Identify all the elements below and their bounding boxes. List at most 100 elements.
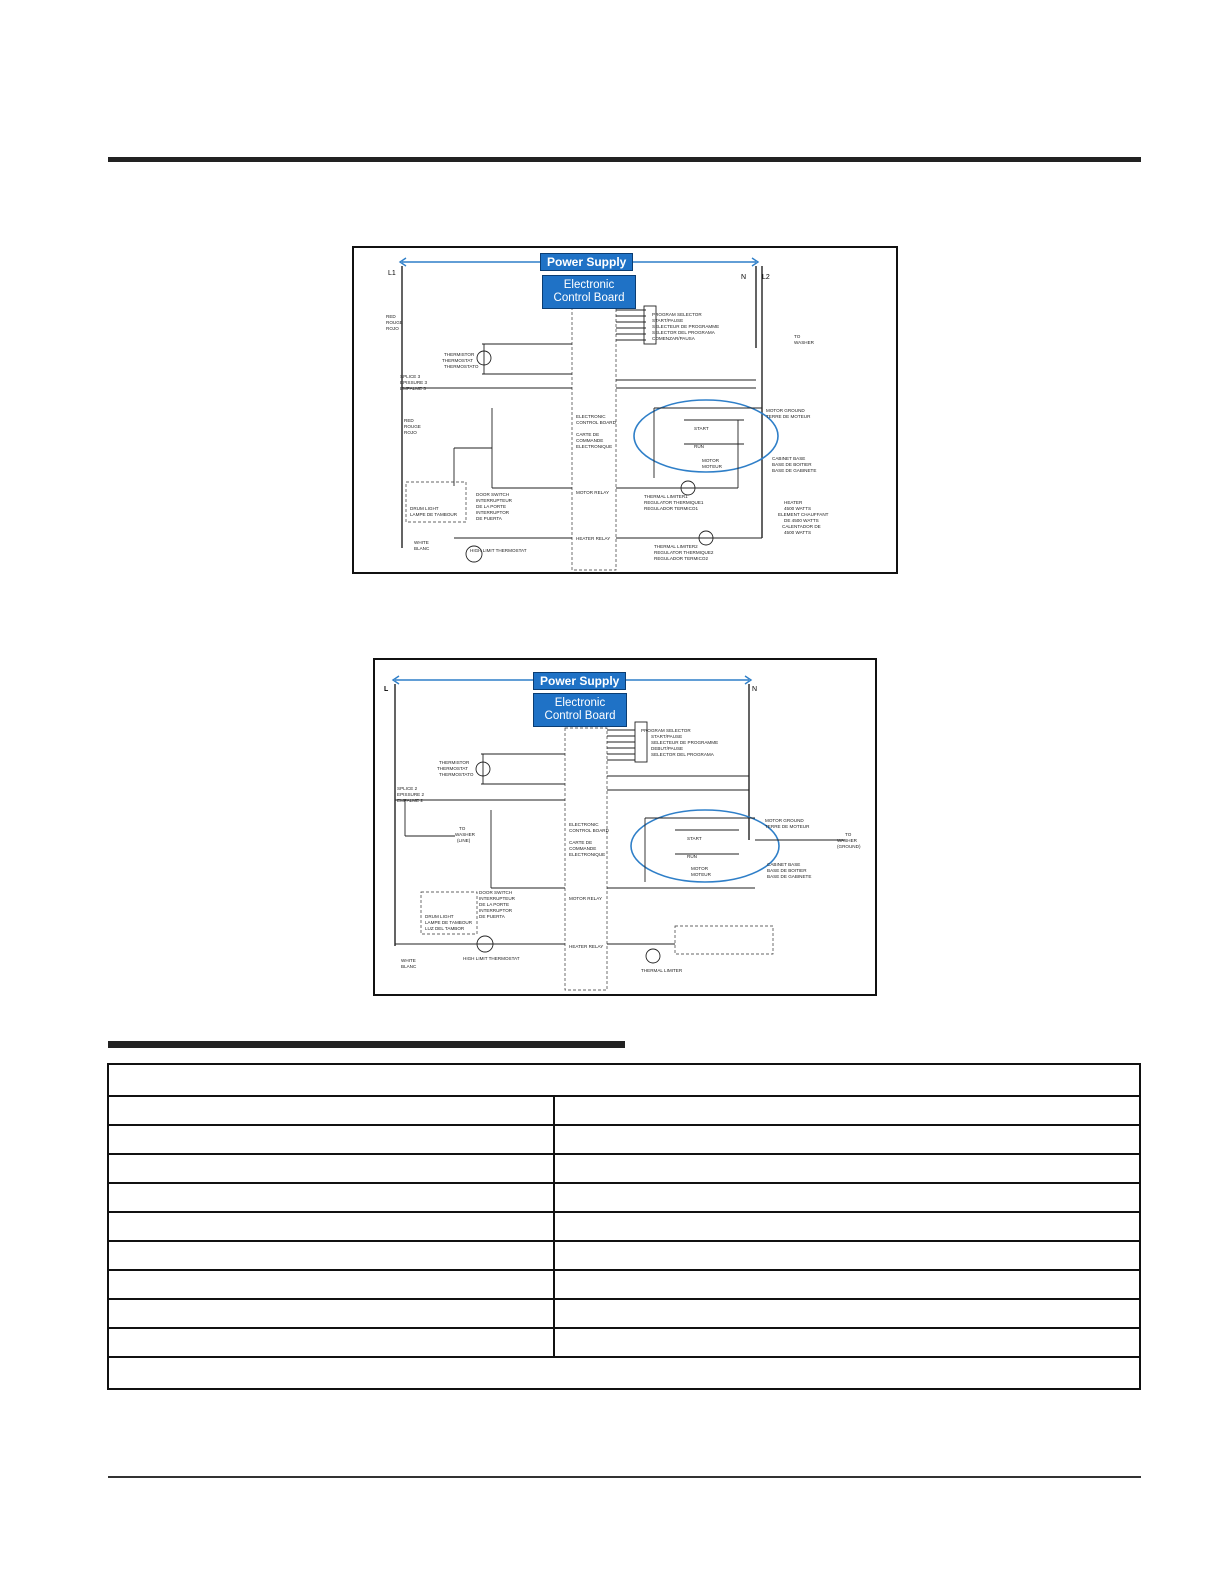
- table-row: [107, 1124, 1141, 1155]
- table-row: [107, 1269, 1141, 1300]
- svg-text:MOTOR: MOTOR: [702, 458, 720, 463]
- svg-text:HEATER: HEATER: [784, 500, 803, 505]
- table-row: [107, 1182, 1141, 1213]
- table-cell-label: [107, 1182, 555, 1213]
- svg-text:COMENZAR/PAUSA: COMENZAR/PAUSA: [652, 336, 696, 341]
- svg-text:TO: TO: [845, 832, 852, 837]
- line-label-l2: L2: [762, 274, 770, 281]
- drum-light-box: [405, 481, 467, 523]
- svg-text:START: START: [687, 836, 702, 841]
- table-cell-value: [553, 1240, 1141, 1271]
- svg-text:ELECTRONIQUE: ELECTRONIQUE: [569, 852, 605, 857]
- high-limit-thermostat-symbol: [476, 935, 494, 953]
- thermal-limiter-2-symbol: [698, 530, 714, 546]
- control-board-label: Electronic Control Board: [533, 693, 627, 727]
- svg-text:RUN: RUN: [687, 854, 697, 859]
- svg-text:SELECTEUR DE PROGRAMME: SELECTEUR DE PROGRAMME: [652, 324, 719, 329]
- svg-text:DE PUERTA: DE PUERTA: [476, 516, 503, 521]
- svg-text:ROJO: ROJO: [404, 430, 417, 435]
- table-cell-label: [107, 1240, 555, 1271]
- control-board-label: Electronic Control Board: [542, 275, 636, 309]
- table-cell-value: [553, 1298, 1141, 1329]
- svg-text:LAMPE DE TAMBOUR: LAMPE DE TAMBOUR: [425, 920, 473, 925]
- svg-text:INTERRUPTOR: INTERRUPTOR: [476, 510, 510, 515]
- svg-text:SELECTOR DEL PROGRAMA: SELECTOR DEL PROGRAMA: [651, 752, 715, 757]
- svg-text:BASE DE GABINETE: BASE DE GABINETE: [767, 874, 811, 879]
- arrow-head-right: [744, 675, 753, 685]
- svg-text:INTERRUPTOR: INTERRUPTOR: [479, 908, 513, 913]
- svg-text:DEBUT/PAUSE: DEBUT/PAUSE: [651, 746, 683, 751]
- wiring-schematic-1: RED ROUGE ROJO THERMISTOR THERMOSTAT THE…: [386, 257, 829, 571]
- svg-text:MOTEUR: MOTEUR: [702, 464, 723, 469]
- wiring-diagram-electric: RED ROUGE ROJO THERMISTOR THERMOSTAT THE…: [352, 246, 898, 574]
- motor-circuit-highlight: [633, 399, 779, 473]
- svg-text:RUN: RUN: [694, 444, 704, 449]
- svg-text:WHITE: WHITE: [414, 540, 429, 545]
- svg-text:ELECTRONIQUE: ELECTRONIQUE: [576, 444, 612, 449]
- svg-text:EMPALME 2: EMPALME 2: [397, 798, 423, 803]
- svg-text:THERMAL LIMITER1: THERMAL LIMITER1: [644, 494, 688, 499]
- spec-table: [107, 1063, 1141, 1390]
- program-selector-block: [643, 305, 657, 345]
- svg-text:WASHER: WASHER: [455, 832, 476, 837]
- section-rule: [108, 1041, 625, 1048]
- svg-text:ELEMENT CHAUFFANT: ELEMENT CHAUFFANT: [778, 512, 829, 517]
- svg-text:DRUM LIGHT: DRUM LIGHT: [410, 506, 439, 511]
- motor-circuit-highlight: [630, 809, 780, 883]
- table-cell-label: [107, 1153, 555, 1184]
- svg-text:DOOR SWITCH: DOOR SWITCH: [479, 890, 512, 895]
- svg-text:SELECTOR DEL PROGRAMA: SELECTOR DEL PROGRAMA: [652, 330, 716, 335]
- svg-text:TO: TO: [794, 334, 801, 339]
- svg-text:MOTEUR: MOTEUR: [691, 872, 712, 877]
- svg-text:CONTROL BOARD: CONTROL BOARD: [569, 828, 610, 833]
- header-rule: [108, 157, 1141, 162]
- svg-text:WASHER: WASHER: [794, 340, 815, 345]
- svg-text:ELECTRONIC: ELECTRONIC: [569, 822, 599, 827]
- table-row: [107, 1298, 1141, 1329]
- svg-text:CABINET BASE: CABINET BASE: [772, 456, 805, 461]
- table-row: [107, 1095, 1141, 1126]
- svg-text:LUZ DEL TAMBOR: LUZ DEL TAMBOR: [425, 926, 465, 931]
- svg-text:BLANC: BLANC: [414, 546, 430, 551]
- table-cell-label: [107, 1327, 555, 1358]
- svg-text:(GROUND): (GROUND): [837, 844, 861, 849]
- arrow-head-left: [391, 675, 400, 685]
- svg-text:THERMISTOR: THERMISTOR: [444, 352, 475, 357]
- svg-text:REGULADOR TERMICO2: REGULADOR TERMICO2: [654, 556, 708, 561]
- line-label-n: N: [752, 686, 758, 693]
- svg-text:TERRE DE MOTEUR: TERRE DE MOTEUR: [766, 414, 811, 419]
- svg-text:HIGH LIMIT THERMOSTAT: HIGH LIMIT THERMOSTAT: [463, 956, 520, 961]
- table-footer-cell: [107, 1356, 1141, 1390]
- drum-light-box: [420, 891, 478, 935]
- control-board-outline: [564, 727, 608, 991]
- svg-text:REGULATOR THERMIQUE1: REGULATOR THERMIQUE1: [644, 500, 704, 505]
- table-cell-label: [107, 1124, 555, 1155]
- svg-text:THERMOSTAT: THERMOSTAT: [442, 358, 473, 363]
- table-cell-value: [553, 1211, 1141, 1242]
- table-cell-value: [553, 1182, 1141, 1213]
- svg-text:BASE DE GABINETE: BASE DE GABINETE: [772, 468, 816, 473]
- table-cell-value: [553, 1153, 1141, 1184]
- svg-text:PROGRAM SELECTOR: PROGRAM SELECTOR: [652, 312, 702, 317]
- svg-text:THERMAL LIMITER: THERMAL LIMITER: [641, 968, 683, 973]
- svg-text:INTERRUPTEUR: INTERRUPTEUR: [476, 498, 513, 503]
- svg-text:DRUM LIGHT: DRUM LIGHT: [425, 914, 454, 919]
- table-row: [107, 1240, 1141, 1271]
- svg-text:EPISSURE 2: EPISSURE 2: [397, 792, 425, 797]
- table-cell-label: [107, 1211, 555, 1242]
- table-cell-value: [553, 1269, 1141, 1300]
- svg-text:WASHER: WASHER: [837, 838, 858, 843]
- table-cell-label: [107, 1095, 555, 1126]
- svg-text:DE 4500 WATTS: DE 4500 WATTS: [784, 518, 819, 523]
- svg-text:BASE DE BOITIER: BASE DE BOITIER: [767, 868, 807, 873]
- table-cell-value: [553, 1095, 1141, 1126]
- svg-text:THERMOSTATO: THERMOSTATO: [439, 772, 474, 777]
- line-label-l1: L1: [388, 270, 396, 277]
- svg-text:MOTOR RELAY: MOTOR RELAY: [576, 490, 609, 495]
- svg-text:CALENTADOR DE: CALENTADOR DE: [782, 524, 821, 529]
- svg-text:EMPALME 3: EMPALME 3: [400, 386, 426, 391]
- thermal-limiter-symbol: [645, 948, 661, 964]
- svg-text:PROGRAM SELECTOR: PROGRAM SELECTOR: [641, 728, 691, 733]
- svg-text:ROJO: ROJO: [386, 326, 399, 331]
- table-header-cell: [107, 1063, 1141, 1097]
